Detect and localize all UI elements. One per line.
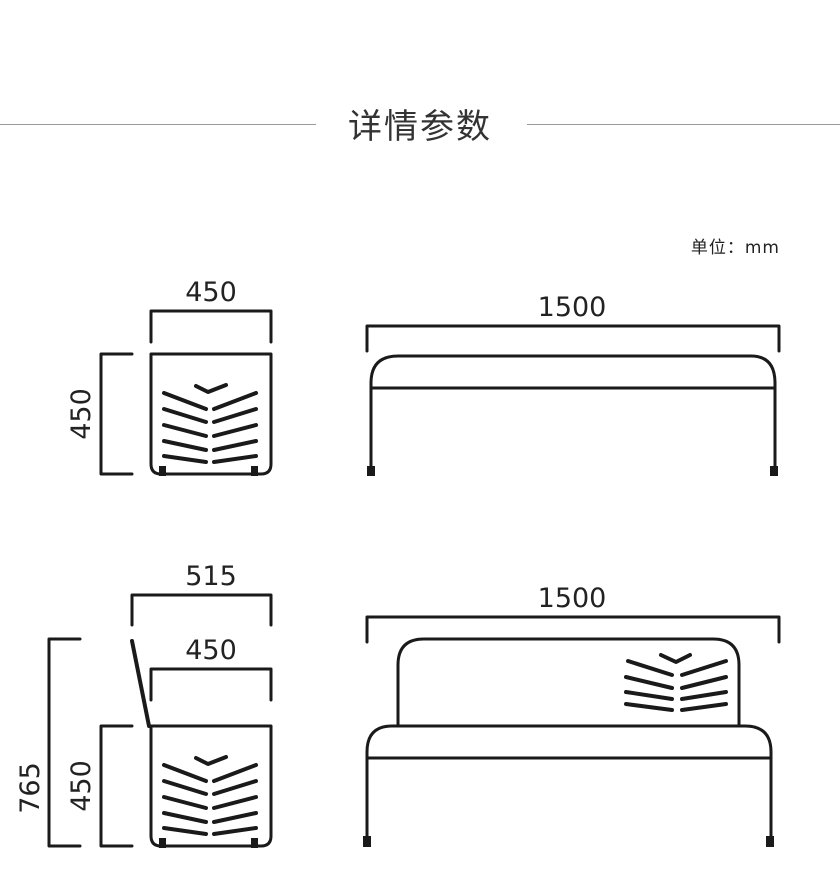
- bench-frame-outline: [365, 724, 773, 845]
- backless-length-label: 1500: [538, 292, 607, 323]
- backrest-side-profile: [130, 639, 151, 728]
- backrest-seat-height-label: 450: [66, 760, 97, 812]
- backless-side-view: [99, 309, 273, 476]
- slat-pattern: [162, 383, 258, 464]
- foot: [367, 466, 375, 476]
- backrest-slat-pattern: [624, 653, 728, 712]
- backrest-side-view: [47, 593, 273, 848]
- backless-width-label: 450: [185, 277, 237, 308]
- length-dimension-bracket: [365, 615, 781, 644]
- header-rule-right: [527, 124, 840, 125]
- backless-front-view: [365, 324, 781, 476]
- total-height-dimension-bracket: [47, 637, 82, 848]
- bench-frame-outline: [369, 354, 777, 474]
- height-dimension-bracket: [99, 352, 134, 476]
- foot: [770, 466, 778, 476]
- width-dimension-bracket: [149, 309, 273, 344]
- slat-pattern: [162, 755, 258, 836]
- backrest-outline: [396, 637, 741, 726]
- foot: [363, 836, 371, 847]
- seat-depth-dimension-bracket: [149, 667, 273, 702]
- backless-height-label: 450: [66, 388, 97, 440]
- backrest-seat-depth-label: 450: [185, 635, 237, 666]
- foot: [251, 838, 258, 848]
- backrest-total-depth-label: 515: [185, 561, 237, 592]
- foot: [159, 838, 166, 848]
- backrest-total-height-label: 765: [15, 762, 46, 814]
- backrest-front-view: [363, 615, 781, 847]
- backrest-length-label: 1500: [538, 583, 607, 614]
- foot: [159, 466, 166, 476]
- foot: [766, 836, 774, 847]
- unit-label: 单位：mm: [690, 238, 780, 258]
- header-rule-left: [0, 124, 316, 125]
- seat-height-dimension-bracket: [99, 724, 134, 848]
- page-title: 详情参数: [348, 107, 492, 147]
- total-depth-dimension-bracket: [130, 593, 273, 627]
- section-header: 详情参数: [0, 95, 840, 155]
- seat-side-profile: [149, 724, 273, 848]
- seat-side-profile: [149, 352, 273, 476]
- foot: [251, 466, 258, 476]
- length-dimension-bracket: [365, 324, 781, 353]
